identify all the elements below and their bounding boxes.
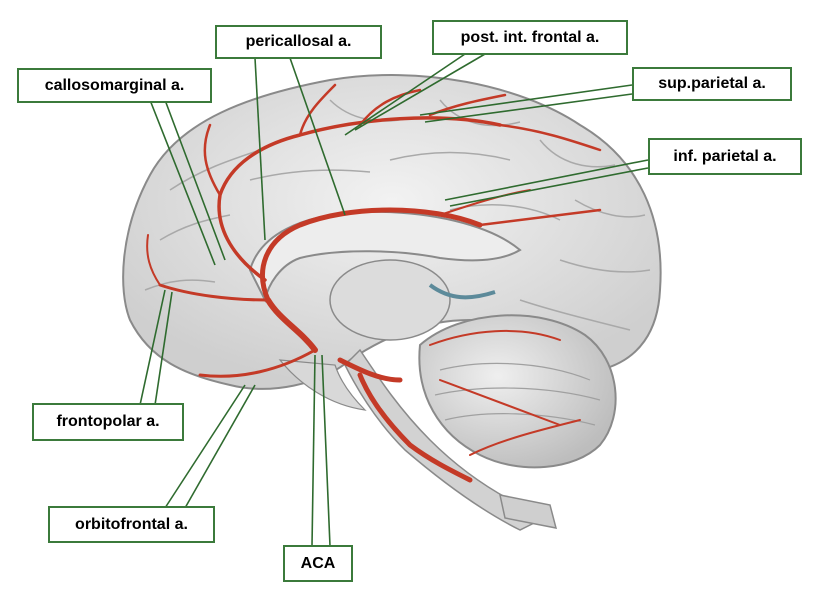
- label-sup-parietal: sup.parietal a.: [632, 67, 792, 101]
- arteries: [146, 83, 602, 483]
- label-callosomarginal: callosomarginal a.: [17, 68, 212, 103]
- vein: [428, 283, 496, 300]
- label-orbitofrontal: orbitofrontal a.: [48, 506, 215, 543]
- label-frontopolar: frontopolar a.: [32, 403, 184, 441]
- spinal-cord-stump: [499, 494, 558, 529]
- thalamus: [329, 259, 451, 341]
- cerebellum: [418, 314, 617, 469]
- label-post-int-frontal: post. int. frontal a.: [432, 20, 628, 55]
- leader-lines: [139, 53, 649, 547]
- label-aca: ACA: [283, 545, 353, 582]
- label-inf-parietal: inf. parietal a.: [648, 138, 802, 175]
- label-pericallosal: pericallosal a.: [215, 25, 382, 59]
